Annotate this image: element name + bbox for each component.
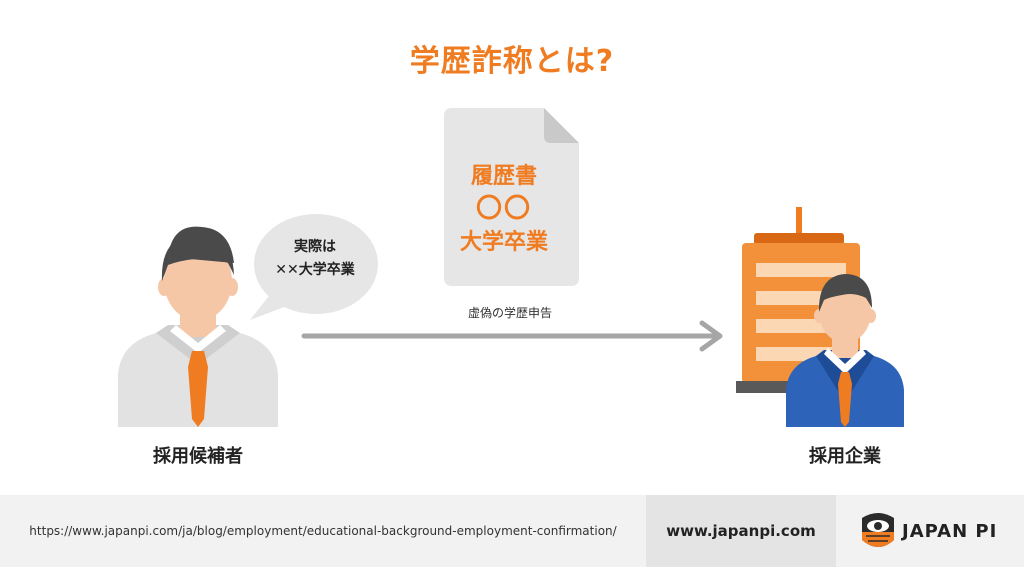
candidate-person-icon [118,226,278,427]
page-title: 学歴詐称とは? [409,44,615,79]
arrow-label: 虚偽の学歴申告 [467,306,552,320]
bubble-line-1: 実際は [294,239,336,255]
company-person-icon [786,274,904,427]
resume-graduation: 大学卒業 [459,230,548,255]
resume-document-icon [444,108,579,286]
japan-pi-logo-icon [862,513,894,547]
resume-title: 履歴書 [470,164,537,189]
bubble-line-2: ✕✕大学卒業 [275,262,355,278]
footer: https://www.japanpi.com/ja/blog/employme… [0,495,1024,567]
resume-text: 履歴書 〇〇 大学卒業 [444,160,564,259]
building-icon [736,207,866,393]
bubble-text: 実際は ✕✕大学卒業 [254,236,376,282]
company-label: 採用企業 [809,446,881,467]
resume-university: 〇〇 [475,194,532,224]
footer-url[interactable]: https://www.japanpi.com/ja/blog/employme… [29,524,617,538]
speech-bubble [250,214,378,320]
right-arrow-icon [301,320,723,352]
logo-text: JAPAN PI [902,521,998,542]
footer-site-link[interactable]: www.japanpi.com [646,495,836,567]
candidate-label: 採用候補者 [153,446,243,467]
